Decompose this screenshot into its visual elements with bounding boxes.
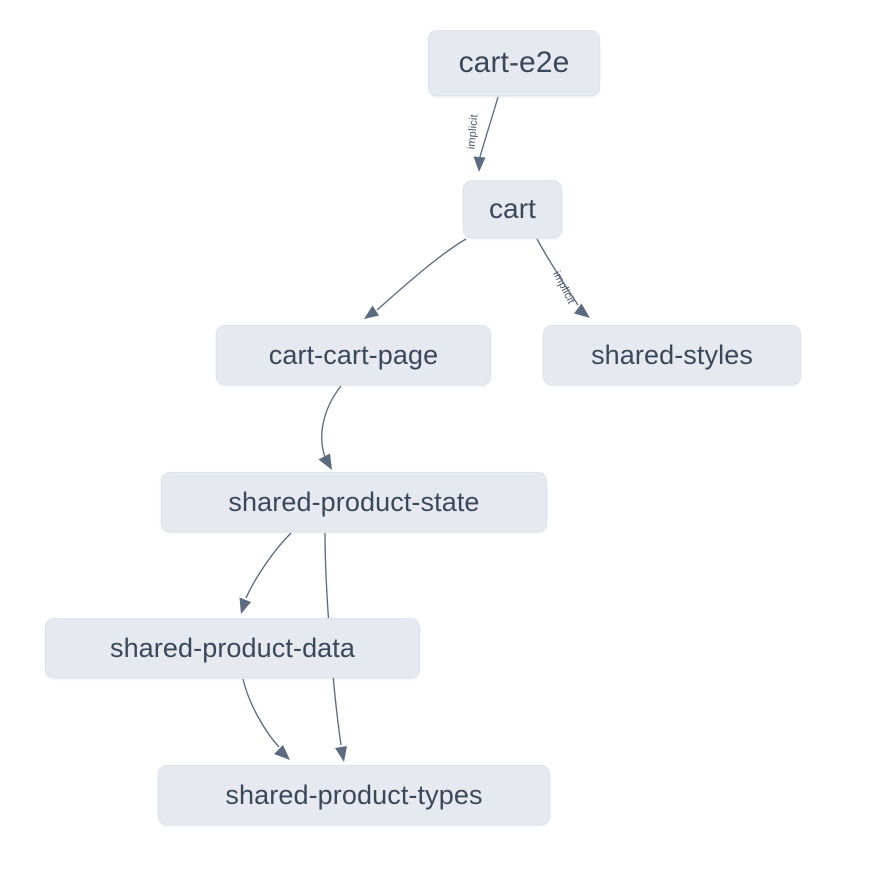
edge-arrowhead [473,156,486,172]
edge-arrowhead [239,597,251,614]
edge-cart-to-shared-styles: implicit [536,238,590,318]
edge-cart-to-cart-cart-page [364,238,467,319]
graph-node-cart-cart-page[interactable]: cart-cart-page [216,325,491,385]
edge-label-implicit-1: implicit [465,114,480,150]
node-label: shared-product-state [228,486,480,517]
edge-path [479,96,499,158]
graph-node-shared-product-types[interactable]: shared-product-types [158,765,550,825]
node-label: cart-cart-page [268,339,439,370]
edge-path [376,238,467,311]
edge-cart-cart-page-to-shared-product-state [318,385,342,470]
edge-path [245,532,292,599]
edge-cart-e2e-to-cart: implicit [465,96,499,172]
graph-node-cart-e2e[interactable]: cart-e2e [428,30,600,96]
edge-arrowhead [335,746,347,762]
node-label: shared-product-data [109,632,356,663]
edge-shared-product-data-to-shared-product-types [242,678,290,760]
edge-arrowhead [318,453,332,470]
node-label: shared-styles [591,339,753,370]
edge-label-implicit-2: implicit [550,269,577,306]
edge-path [321,385,342,458]
edge-path [242,678,280,748]
node-label: shared-product-types [225,779,483,810]
graph-node-cart[interactable]: cart [463,180,562,238]
graph-node-shared-product-state[interactable]: shared-product-state [161,472,547,532]
edge-arrowhead [274,745,290,760]
edge-shared-product-state-to-shared-product-data [239,532,292,614]
graph-node-shared-product-data[interactable]: shared-product-data [45,618,420,678]
edge-path [536,238,579,306]
node-label: cart [488,193,537,224]
edge-arrowhead [574,303,590,318]
edge-arrowhead [364,305,379,319]
node-label: cart-e2e [458,46,570,79]
graph-node-shared-styles[interactable]: shared-styles [543,325,801,385]
